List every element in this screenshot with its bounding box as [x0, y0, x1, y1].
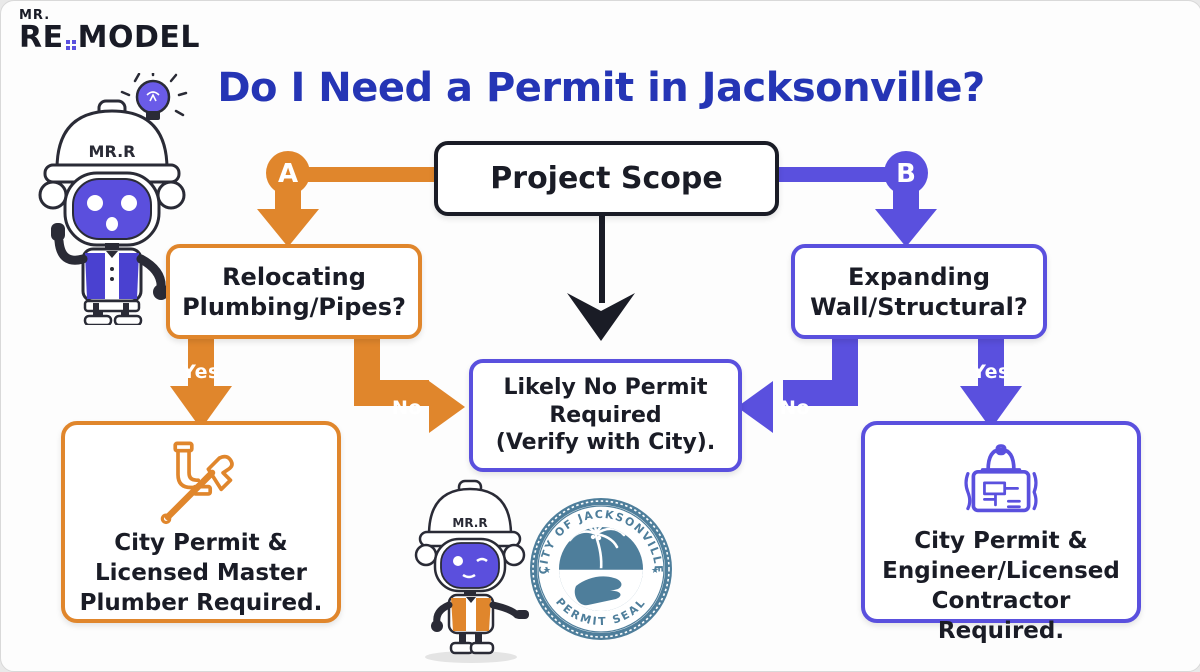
- mr-remodel-logo: MR. RE MODEL: [19, 9, 200, 53]
- logo-mr-text: MR.: [19, 8, 51, 23]
- arrow-b-no-elbow: [783, 329, 858, 406]
- center-arrow-head: [567, 293, 635, 341]
- arrow-b-yes-head: [960, 386, 1022, 429]
- no-permit-box: Likely No Permit Required (Verify with C…: [469, 359, 742, 472]
- star-icon: ★: [543, 566, 551, 576]
- connector-b-horizontal: [769, 167, 909, 182]
- helmet-label: MR.R: [452, 516, 487, 530]
- arrow-b-head: [875, 209, 937, 247]
- result-b-icon-wrap: [955, 435, 1047, 527]
- result-box-contractor: City Permit & Engineer/Licensed Contract…: [861, 421, 1141, 644]
- logo-main-text: RE MODEL: [19, 23, 200, 53]
- robot-face: [433, 537, 507, 593]
- page-title: Do I Need a Permit in Jacksonville?: [217, 65, 985, 111]
- robot-body: [431, 591, 529, 655]
- question-box-plumbing: Relocating Plumbing/Pipes?: [166, 244, 422, 339]
- arrow-a-no-elbow: [354, 329, 429, 406]
- helmet-label: MR.R: [89, 142, 136, 161]
- branch-a-marker: A: [277, 159, 299, 189]
- branch-a-marker-circle: [266, 151, 310, 195]
- question-box-structural: Expanding Wall/Structural?: [791, 244, 1047, 339]
- pipe-wrench-icon: [160, 441, 234, 525]
- result-line: Contractor Required.: [931, 587, 1071, 644]
- branch-b-yes-label: Yes: [972, 361, 1010, 383]
- arrow-a-head: [257, 209, 319, 247]
- ear-cup-right: [156, 180, 186, 210]
- ear-cup-right: [502, 543, 526, 567]
- mascot-shadow: [425, 651, 517, 663]
- branch-a-yes-label: Yes: [182, 361, 220, 383]
- ear-cup-left: [414, 543, 438, 567]
- question-line: Plumbing/Pipes?: [182, 292, 406, 321]
- connector-a-horizontal: [288, 167, 438, 182]
- question-line: Wall/Structural?: [810, 292, 1028, 321]
- star-icon: ★: [651, 566, 659, 576]
- arrow-b-no-head: [737, 381, 773, 433]
- branch-a-no-label: No: [392, 397, 422, 419]
- no-permit-line: Required: [549, 402, 662, 428]
- branch-b-no-label: No: [780, 397, 810, 419]
- jacksonville-permit-seal: CITY OF JACKSONVILLE PERMIT SEAL ★ ★: [530, 498, 672, 640]
- no-permit-line: Likely No Permit: [503, 375, 708, 401]
- logo-window-icon: [65, 40, 76, 50]
- branch-b-marker: B: [896, 159, 916, 189]
- project-scope-box: Project Scope: [434, 141, 779, 216]
- logo-re-text: RE: [19, 20, 64, 55]
- blueprint-icon: [964, 444, 1038, 513]
- result-line: Licensed Master: [95, 560, 307, 587]
- project-scope-label: Project Scope: [490, 161, 723, 196]
- lightbulb-icon: [120, 73, 188, 120]
- arrow-a-yes-shaft: [188, 329, 214, 389]
- question-line: Relocating: [222, 262, 366, 291]
- arrow-a-yes-head: [170, 386, 232, 429]
- result-line: City Permit &: [914, 528, 1088, 554]
- result-line: Engineer/Licensed: [882, 557, 1120, 584]
- robot-mascot-large: MR.R: [38, 73, 188, 325]
- seal-rope-texture: [532, 500, 670, 638]
- hard-hat-icon: MR.R: [418, 479, 522, 548]
- question-line: Expanding: [847, 262, 990, 291]
- branch-b-marker-circle: [884, 151, 928, 195]
- arrow-b-yes-shaft: [978, 329, 1004, 389]
- robot-body: [51, 223, 169, 325]
- result-line: City Permit &: [114, 530, 288, 557]
- no-permit-line: (Verify with City).: [495, 430, 716, 456]
- ear-cup-left: [38, 180, 68, 210]
- branch-b-connectors: [737, 151, 1022, 433]
- center-connector: [567, 208, 635, 341]
- arrow-a-no-head: [429, 381, 465, 433]
- branch-a-connectors: [170, 151, 465, 433]
- result-a-icon-wrap: [155, 435, 247, 529]
- center-line: [599, 208, 605, 303]
- result-line: Plumber Required.: [79, 590, 323, 617]
- result-box-plumber: City Permit & Licensed Master Plumber Re…: [61, 421, 341, 623]
- robot-mascot-small: MR.R: [414, 479, 529, 663]
- logo-model-text: MODEL: [77, 20, 200, 55]
- palm-tree-icon: [568, 527, 626, 572]
- seal-bottom-emblem: [574, 576, 622, 606]
- robot-face: [63, 171, 161, 247]
